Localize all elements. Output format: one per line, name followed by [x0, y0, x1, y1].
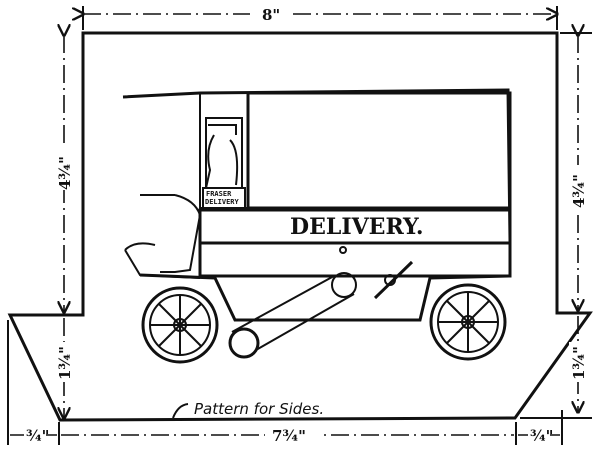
dim-right-upper: 4¾"	[570, 174, 588, 208]
side-text: DELIVERY.	[290, 214, 424, 240]
dim-left-lower: 1¾"	[56, 346, 74, 380]
delivery-van: FRASER DELIVERY DELIVERY.	[122, 88, 512, 364]
cab-sign-line2: DELIVERY	[205, 198, 240, 206]
dim-top-width: 8"	[262, 6, 280, 24]
dim-right-lower: 1¾"	[570, 346, 588, 380]
cab-sign-line1: FRASER	[206, 190, 232, 198]
dim-left-offset: ¾"	[26, 427, 49, 445]
dim-right-offset: ¾"	[530, 427, 553, 445]
dim-bottom-width: 7¾"	[272, 427, 306, 445]
caption: Pattern for Sides.	[194, 400, 324, 418]
pattern-outline	[7, 31, 593, 422]
dim-left-upper: 4¾"	[56, 156, 74, 190]
